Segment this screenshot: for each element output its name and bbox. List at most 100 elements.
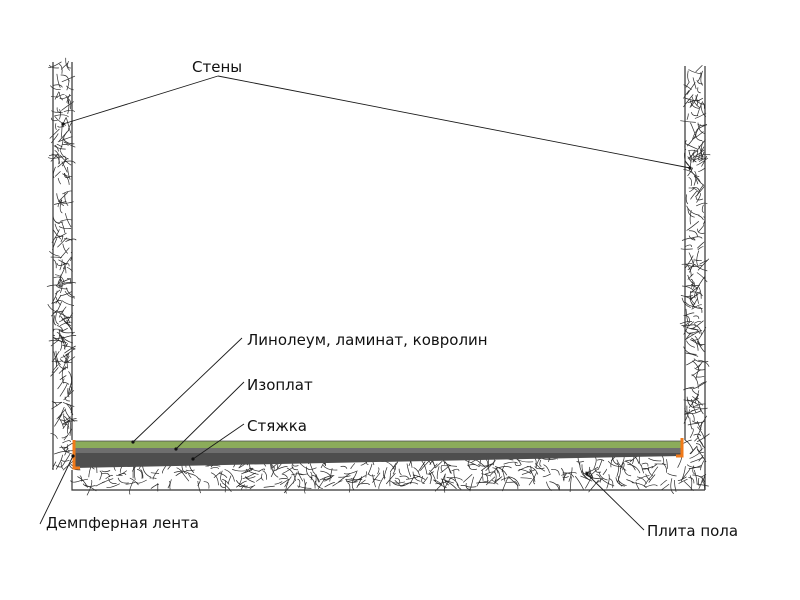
- hatch-stroke: [436, 466, 440, 479]
- hatch-stroke: [635, 475, 650, 481]
- hatch-stroke: [377, 467, 380, 475]
- hatch-stroke: [281, 473, 288, 478]
- hatch-stroke: [59, 334, 68, 348]
- hatch-stroke: [55, 454, 63, 470]
- hatch-stroke: [697, 341, 705, 353]
- hatch-stroke: [357, 479, 366, 487]
- hatch-stroke: [694, 287, 699, 299]
- hatch-stroke: [284, 476, 292, 488]
- hatch-stroke: [683, 323, 690, 335]
- hatch-stroke: [309, 476, 316, 489]
- hatch-stroke: [242, 472, 256, 480]
- hatch-stroke: [702, 102, 705, 109]
- hatch-stroke: [140, 469, 144, 479]
- hatch-stroke: [691, 304, 702, 310]
- hatch-stroke: [700, 460, 705, 471]
- hatch-stroke: [421, 475, 425, 484]
- hatch-stroke: [465, 459, 480, 468]
- hatch-stroke: [691, 369, 702, 377]
- hatch-stroke: [588, 479, 599, 493]
- hatch-stroke: [306, 467, 317, 470]
- hatch-stroke: [389, 472, 392, 487]
- hatch-stroke: [688, 252, 695, 268]
- hatch-stroke: [686, 82, 696, 95]
- hatch-stroke: [434, 484, 443, 492]
- hatch-stroke: [389, 462, 397, 473]
- hatch-stroke: [688, 235, 696, 241]
- hatch-stroke: [262, 470, 268, 480]
- hatch-stroke: [641, 465, 645, 474]
- hatch-stroke: [698, 167, 706, 172]
- hatch-stroke: [50, 339, 60, 347]
- hatch-stroke: [55, 123, 57, 130]
- hatch-stroke: [580, 471, 590, 481]
- hatch-stroke: [560, 467, 565, 482]
- hatch-stroke: [50, 256, 62, 258]
- hatch-stroke: [64, 352, 70, 363]
- hatch-stroke: [70, 479, 83, 483]
- hatch-stroke: [53, 276, 61, 279]
- hatch-stroke: [54, 144, 59, 152]
- hatch-stroke: [317, 477, 326, 489]
- hatch-stroke: [68, 381, 73, 394]
- hatch-stroke: [417, 461, 426, 473]
- hatch-stroke: [686, 134, 697, 147]
- hatch-stroke: [528, 472, 537, 486]
- hatch-stroke: [635, 481, 640, 490]
- hatch-stroke: [696, 420, 702, 430]
- hatch-stroke: [696, 390, 700, 400]
- hatch-stroke: [137, 469, 143, 479]
- hatch-stroke: [59, 330, 75, 334]
- hatch-stroke: [378, 475, 385, 490]
- hatch-stroke: [698, 215, 704, 221]
- hatch-stroke: [62, 117, 67, 128]
- hatch-stroke: [261, 473, 264, 481]
- hatch-stroke: [485, 476, 496, 486]
- hatch-stroke: [227, 475, 232, 485]
- hatch-stroke: [686, 113, 689, 120]
- hatch-stroke: [449, 477, 463, 481]
- hatch-stroke: [81, 478, 89, 482]
- walls-leaders: [61, 75, 692, 170]
- hatch-stroke: [66, 448, 74, 452]
- hatch-stroke: [365, 471, 367, 478]
- hatch-stroke: [350, 463, 356, 470]
- hatch-stroke: [689, 428, 694, 438]
- hatch-stroke: [286, 467, 296, 482]
- hatch-stroke: [56, 143, 63, 148]
- hatch-stroke: [152, 468, 159, 480]
- hatch-stroke: [412, 471, 421, 482]
- hatch-stroke: [59, 358, 72, 364]
- hatch-stroke: [698, 477, 703, 490]
- hatch-stroke: [64, 290, 75, 299]
- hatch-stroke: [648, 457, 662, 462]
- hatch-stroke: [695, 196, 704, 201]
- hatch-stroke: [405, 475, 421, 480]
- hatch-stroke: [61, 454, 71, 467]
- hatch-stroke: [65, 57, 71, 71]
- hatch-stroke: [255, 477, 263, 482]
- floor-slab-leader: [585, 472, 645, 531]
- hatch-stroke: [696, 375, 705, 378]
- floor-cover-layer: [74, 441, 682, 448]
- hatch-stroke: [597, 459, 603, 470]
- hatch-stroke: [62, 243, 69, 254]
- hatch-stroke: [62, 440, 72, 444]
- hatch-stroke: [681, 262, 693, 265]
- hatch-stroke: [398, 468, 402, 476]
- hatch-stroke: [222, 482, 232, 492]
- hatch-stroke: [429, 469, 437, 482]
- hatch-stroke: [690, 456, 704, 463]
- hatch-stroke: [683, 90, 690, 99]
- hatch-stroke: [50, 367, 59, 377]
- hatch-stroke: [687, 70, 690, 83]
- hatch-stroke: [61, 300, 75, 306]
- hatch-stroke: [62, 256, 72, 270]
- hatch-stroke: [56, 301, 63, 312]
- hatch-stroke: [678, 478, 688, 484]
- hatch-stroke: [62, 144, 69, 146]
- hatch-stroke: [490, 467, 498, 476]
- hatch-stroke: [660, 483, 670, 491]
- hatch-stroke: [467, 459, 470, 467]
- hatch-stroke: [692, 153, 695, 161]
